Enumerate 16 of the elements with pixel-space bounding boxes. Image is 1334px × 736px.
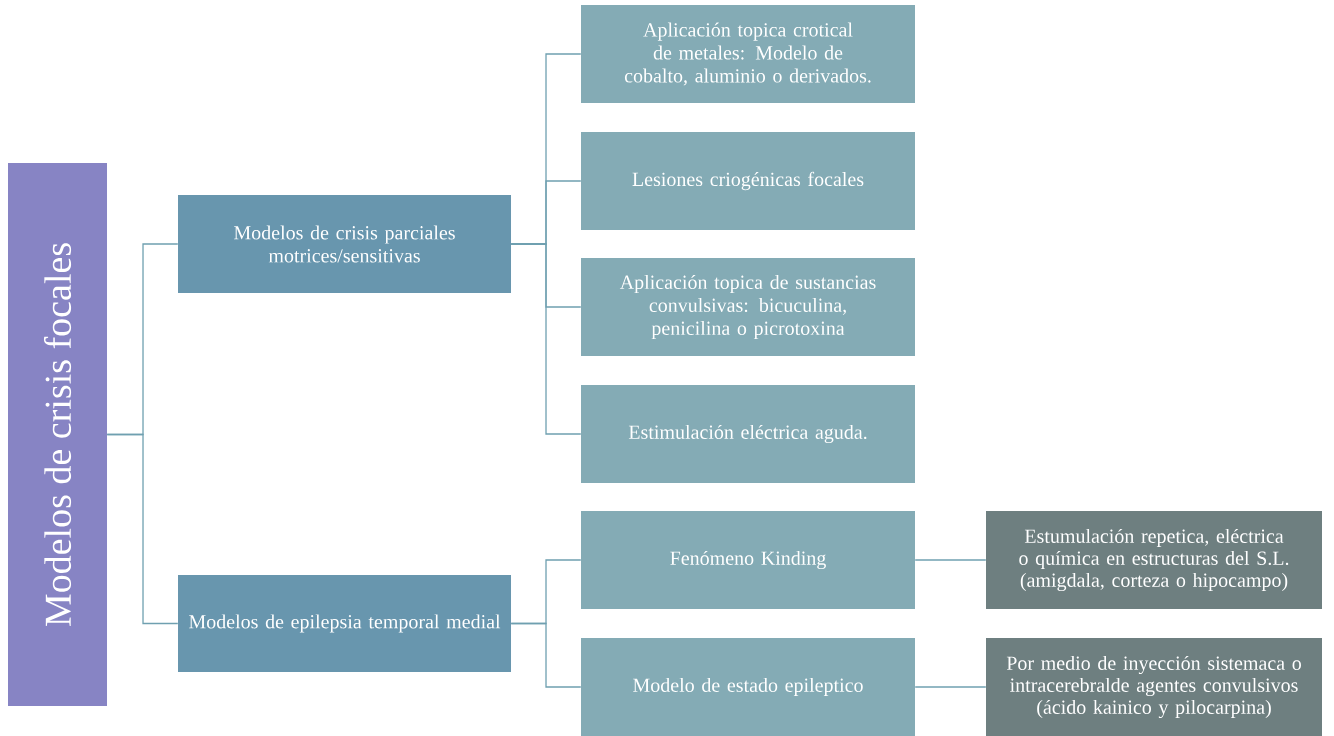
model-box: Estimulación eléctrica aguda. (581, 385, 915, 483)
detail-box: Por medio de inyección sistemaca o intracerebralde agentes convulsivos (ácido kainico y pilocarpina) (986, 638, 1322, 736)
connector-line (510, 243, 582, 435)
connector-line (510, 622, 582, 688)
connector-line (914, 686, 987, 688)
model-box: Modelo de estado epileptico (581, 638, 915, 736)
category-box: Modelos de crisis parciales motrices/sensitivas (178, 195, 511, 293)
category-box: Modelos de epilepsia temporal medial (178, 575, 511, 672)
model-box: Aplicación topica crotical de metales: Modelo de cobalto, aluminio o derivados. (581, 5, 915, 103)
model-box: Fenómeno Kinding (581, 511, 915, 609)
detail-box: Estumulación repetica, eléctrica o química en estructuras del S.L. (amigdala, corteza o hipocampo) (986, 511, 1322, 609)
model-box: Aplicación topica de sustancias convulsivas: bicuculina, penicilina o picrotoxina (581, 258, 915, 356)
connector-line (914, 559, 987, 561)
model-box: Lesiones criogénicas focales (581, 132, 915, 230)
title-band: Modelos de crisis focales (8, 163, 107, 706)
connector-line (106, 433, 179, 625)
